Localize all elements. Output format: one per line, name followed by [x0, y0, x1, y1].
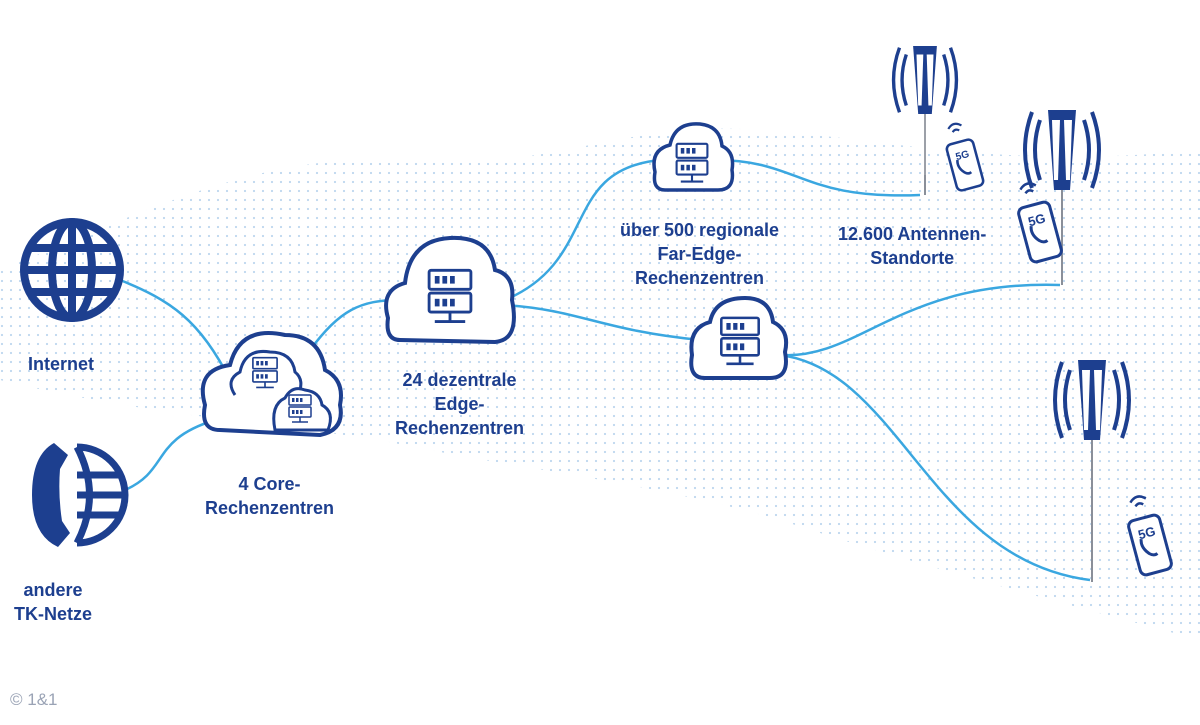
- smartphone-5g-icon: 5G: [1010, 178, 1065, 265]
- label-internet: Internet: [28, 354, 95, 374]
- link-faredge-antenna3: [779, 353, 1091, 582]
- dot-field-background: [0, 128, 1200, 640]
- globe-icon: [20, 218, 124, 322]
- copyright-notice: © 1&1: [10, 690, 58, 709]
- fiveg-badge-text: 5G: [955, 149, 971, 163]
- label-edge-datacenters: 24 dezentrale Edge- Rechenzentren: [395, 370, 525, 438]
- link-internet-core: [119, 278, 232, 381]
- phone-globe-icon: [32, 443, 129, 547]
- link-tk-core: [124, 418, 216, 492]
- far-edge-cloud-icon-mid: [689, 295, 789, 380]
- label-antenna-sites: 12.600 Antennen- Standorte: [838, 224, 987, 268]
- edge-cloud-icon: [384, 235, 516, 345]
- far-edge-cloud-icon-top: [652, 122, 735, 192]
- label-core-datacenters: 4 Core- Rechenzentren: [205, 474, 335, 518]
- core-cloud-icon: [200, 331, 343, 438]
- smartphone-5g-icon: 5G: [939, 119, 986, 193]
- link-edge-faredge-mid: [504, 303, 701, 342]
- fiveg-badge-text: 5G: [1136, 523, 1157, 542]
- network-links: [119, 158, 1091, 582]
- link-faredge-antenna2: [779, 283, 1061, 357]
- label-other-networks: andere TK-Netze: [14, 580, 93, 624]
- label-far-edge-datacenters: über 500 regionale Far-Edge- Rechenzentr…: [620, 220, 780, 288]
- link-faredge-antenna1: [714, 158, 921, 197]
- link-edge-faredge-top: [504, 158, 661, 302]
- smartphone-5g-icon: 5G: [1120, 491, 1175, 578]
- fiveg-badge-text: 5G: [1026, 210, 1047, 229]
